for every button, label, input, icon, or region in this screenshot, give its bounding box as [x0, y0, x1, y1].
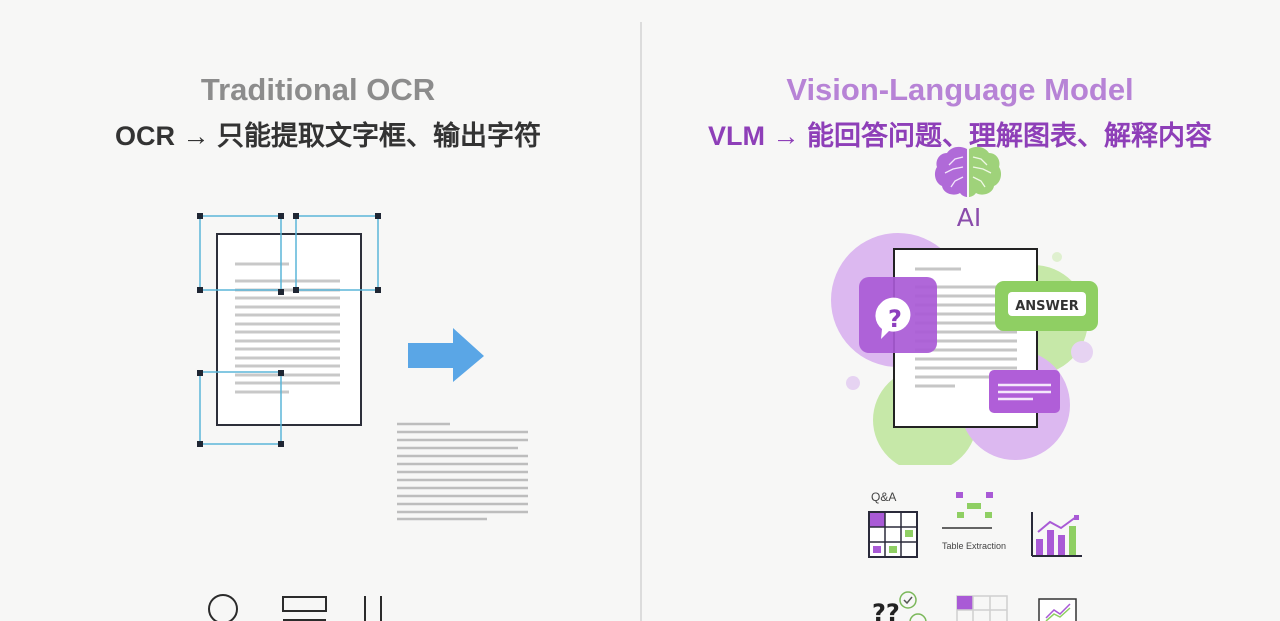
bar-line-chart-icon [1030, 512, 1082, 558]
left-title: Traditional OCR [200, 72, 436, 107]
svg-text:??: ?? [872, 599, 900, 621]
table-extraction-icon [942, 490, 1012, 530]
brain-icon [933, 145, 1003, 200]
ai-label: AI [956, 203, 982, 232]
question-check-icon: ?? [870, 590, 930, 621]
right-subtitle: VLM → 能回答问题、理解图表、解释内容 [708, 121, 1212, 151]
circle-icon [208, 594, 238, 621]
answer-bubble [995, 281, 1098, 331]
extracted-text-output [395, 418, 535, 523]
qa-label: Q&A [871, 490, 897, 504]
answer-label: ANSWER [1015, 299, 1079, 314]
message-bubble-icon [989, 370, 1060, 413]
right-title: Vision-Language Model [786, 72, 1134, 107]
table-extraction-label: Table Extraction [942, 541, 1007, 551]
down-arrows-icon [364, 596, 382, 621]
vlm-document-illustration: ? [825, 225, 1105, 465]
trend-chart-icon [1038, 598, 1078, 621]
svg-text:?: ? [888, 305, 902, 333]
question-bubble-icon: ? [859, 277, 937, 353]
right-arrow-icon [406, 328, 486, 384]
left-bottom-icons [205, 592, 395, 621]
left-subtitle: OCR → 只能提取文字框、输出字符 [114, 121, 541, 151]
rectangle-icon [282, 596, 327, 612]
qa-grid-icon [868, 511, 918, 558]
ocr-document-illustration [190, 205, 390, 455]
grid-icon [956, 595, 1008, 621]
panel-divider [640, 22, 642, 621]
